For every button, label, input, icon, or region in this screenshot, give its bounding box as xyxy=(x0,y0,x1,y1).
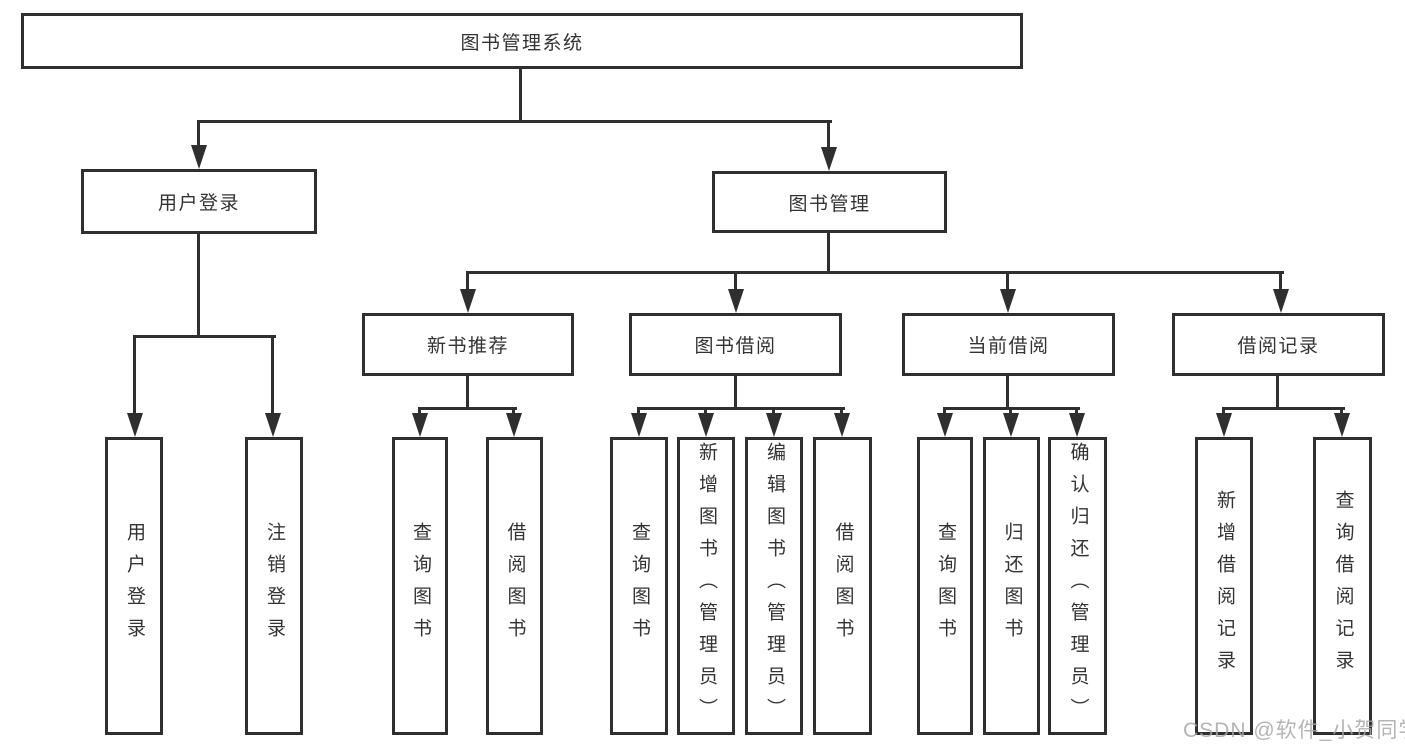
arrow-down-icon xyxy=(1000,289,1016,313)
leaf-add-borrow-record: 新增借阅记录 xyxy=(1195,437,1253,735)
branch-book-management: 图书管理 xyxy=(712,171,947,233)
leaf-label: 注销登录 xyxy=(264,522,285,650)
leaf-label: 新增图书（管理员） xyxy=(696,442,717,730)
arrow-down-icon xyxy=(937,413,953,437)
leaf-query-books-borrow: 查询图书 xyxy=(610,437,668,735)
arrow-down-icon xyxy=(728,289,744,313)
leaf-label: 确认归还（管理员） xyxy=(1067,442,1089,730)
arrow-down-icon xyxy=(412,413,428,437)
connector-root-trunk xyxy=(519,69,522,123)
branch-user-login: 用户登录 xyxy=(81,169,317,234)
arrow-down-icon xyxy=(698,413,714,437)
connector-group-split xyxy=(637,407,845,410)
connector-book-mgmt-split xyxy=(466,271,1284,274)
connector-arrow-shaft xyxy=(704,407,707,417)
connector-arrow-shaft xyxy=(637,407,640,417)
leaf-label: 查询借阅记录 xyxy=(1332,490,1354,682)
connector-arrow-shaft xyxy=(197,120,200,149)
leaf-logout: 注销登录 xyxy=(245,437,303,735)
connector-arrow-shaft xyxy=(1222,407,1225,417)
connector-arrow-shaft xyxy=(772,407,775,417)
connector-arrow-shaft xyxy=(943,407,946,417)
connector-arrow-shaft xyxy=(1075,407,1078,417)
arrow-down-icon xyxy=(1216,413,1232,437)
group-borrow-records: 借阅记录 xyxy=(1172,313,1385,376)
leaf-edit-books-admin: 编辑图书（管理员） xyxy=(745,437,803,735)
arrow-down-icon xyxy=(191,145,207,169)
connector-user-login-split xyxy=(133,335,276,338)
arrow-down-icon xyxy=(834,413,850,437)
root-node: 图书管理系统 xyxy=(21,13,1023,69)
leaf-return-books: 归还图书 xyxy=(983,437,1040,735)
leaf-query-books-current: 查询图书 xyxy=(917,437,973,735)
leaf-label: 查询图书 xyxy=(935,522,956,650)
connector-group-trunk xyxy=(734,376,737,409)
arrow-down-icon xyxy=(1069,413,1085,437)
connector-book-mgmt-trunk xyxy=(827,233,830,274)
connector-arrow-shaft xyxy=(1006,271,1009,293)
connector-group-trunk xyxy=(1006,376,1009,409)
connector-group-trunk xyxy=(1276,376,1279,409)
connector-arrow-shaft xyxy=(1279,271,1282,293)
leaf-label: 用户登录 xyxy=(124,522,145,650)
connector-group-split xyxy=(1222,407,1345,410)
leaf-label: 借阅图书 xyxy=(504,522,526,650)
connector-group-split xyxy=(418,407,517,410)
arrow-down-icon xyxy=(1334,413,1350,437)
leaf-label: 查询图书 xyxy=(629,522,650,650)
arrow-down-icon xyxy=(460,289,476,313)
arrow-down-icon xyxy=(821,147,837,171)
connector-arrow-shaft xyxy=(512,407,515,417)
leaf-borrow-books-recommend: 借阅图书 xyxy=(486,437,543,735)
arrow-down-icon xyxy=(631,413,647,437)
leaf-label: 归还图书 xyxy=(1001,522,1023,650)
arrow-down-icon xyxy=(766,413,782,437)
leaf-query-borrow-record: 查询借阅记录 xyxy=(1313,437,1372,735)
arrow-down-icon xyxy=(1003,413,1019,437)
arrow-down-icon xyxy=(506,413,522,437)
group-current-borrow: 当前借阅 xyxy=(902,313,1115,376)
leaf-borrow-books: 借阅图书 xyxy=(813,437,872,735)
leaf-label: 查询图书 xyxy=(410,522,431,650)
leaf-add-books-admin: 新增图书（管理员） xyxy=(677,437,735,735)
connector-arrow-shaft xyxy=(734,271,737,293)
leaf-label: 编辑图书（管理员） xyxy=(764,442,785,730)
leaf-label: 借阅图书 xyxy=(832,522,854,650)
connector-arrow-shaft xyxy=(466,271,469,293)
connector-arrow-shaft xyxy=(133,335,136,415)
csdn-watermark: CSDN @软件_小贺同学 xyxy=(1183,719,1405,742)
connector-user-login-trunk xyxy=(197,234,200,338)
connector-arrow-shaft xyxy=(827,120,830,149)
leaf-label: 新增借阅记录 xyxy=(1214,490,1235,682)
connector-arrow-shaft xyxy=(1340,407,1343,417)
connector-arrow-shaft xyxy=(840,407,843,417)
arrow-down-icon xyxy=(127,413,143,437)
connector-arrow-shaft xyxy=(271,335,274,415)
leaf-confirm-return-admin: 确认归还（管理员） xyxy=(1048,437,1107,735)
group-book-borrow: 图书借阅 xyxy=(629,313,842,376)
leaf-user-login: 用户登录 xyxy=(105,437,163,735)
arrow-down-icon xyxy=(1273,289,1289,313)
connector-arrow-shaft xyxy=(418,407,421,417)
connector-arrow-shaft xyxy=(1009,407,1012,417)
arrow-down-icon xyxy=(265,413,281,437)
connector-root-split xyxy=(197,120,832,123)
group-new-book-recommend: 新书推荐 xyxy=(362,313,574,376)
leaf-query-books-recommend: 查询图书 xyxy=(392,437,448,735)
connector-group-trunk xyxy=(466,376,469,409)
